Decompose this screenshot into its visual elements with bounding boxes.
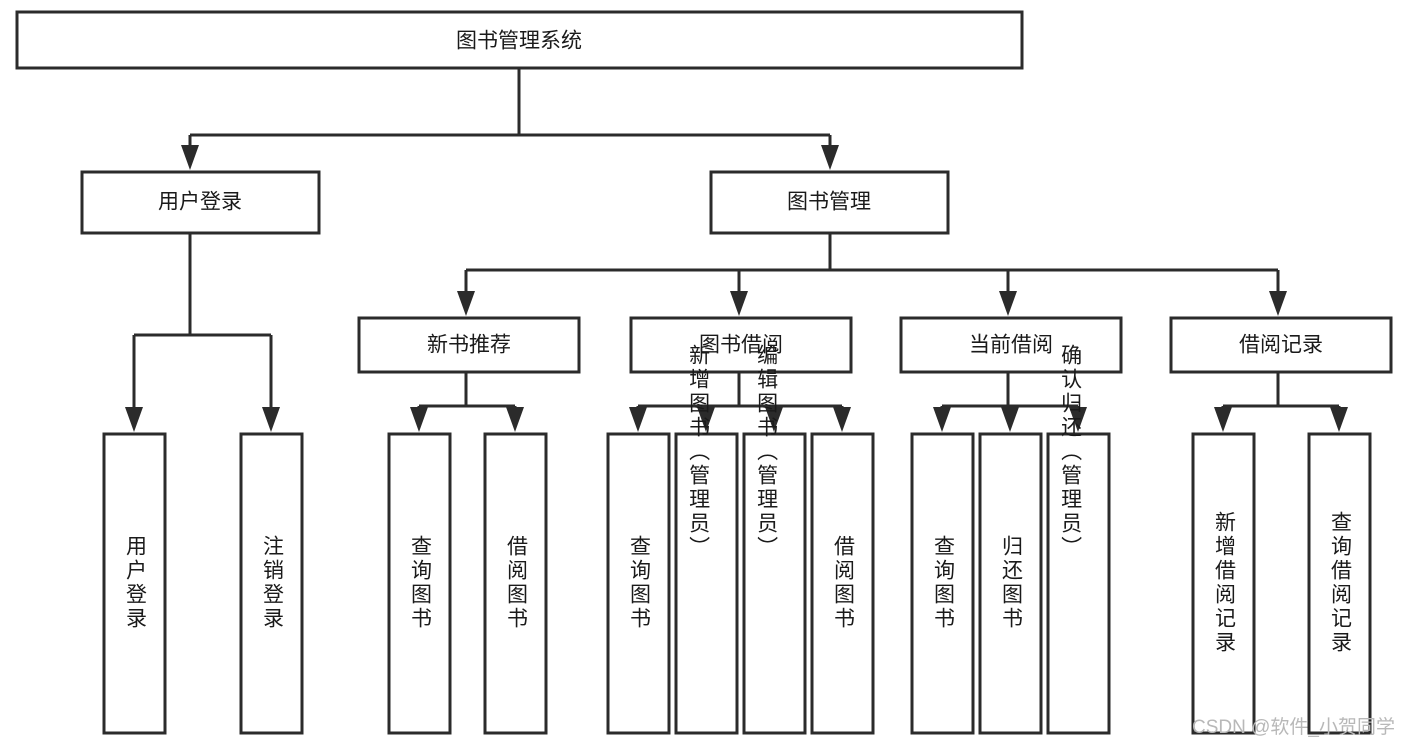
node-leaf-query-book-1-box[interactable] [387, 432, 452, 735]
arrow-head-leaf-edit-book [765, 407, 783, 432]
node-leaf-borrow-book-1-box[interactable] [483, 432, 548, 735]
node-leaf-add-book-box[interactable] [674, 432, 739, 735]
node-borrow-record[interactable]: 借阅记录 [1169, 316, 1393, 374]
node-user-login[interactable]: 用户登录 [80, 170, 321, 235]
node-leaf-add-borrow-record[interactable]: 新增借阅记录 [1191, 432, 1256, 735]
node-leaf-user-login-box[interactable] [102, 432, 167, 735]
arrow-head-leaf-query-book-3 [933, 407, 951, 432]
node-new-book-recommend-label: 新书推荐 [427, 334, 511, 357]
node-new-book-recommend-box[interactable] [357, 316, 581, 374]
node-leaf-query-book-1[interactable]: 查询图书 [387, 432, 452, 735]
node-leaf-confirm-return-box[interactable] [1046, 432, 1111, 735]
node-book-management-label: 图书管理 [787, 191, 871, 214]
connector-group-borrow-record [1214, 372, 1348, 432]
connector-group-new-book-recommend [410, 372, 524, 432]
node-book-borrow[interactable]: 图书借阅 [629, 316, 853, 374]
node-leaf-query-book-3-box[interactable] [910, 432, 975, 735]
arrow-head-leaf-user-login [125, 407, 143, 432]
arrow-head-leaf-add-book [697, 407, 715, 432]
node-leaf-confirm-return[interactable]: 确认归还（管理员） [1046, 344, 1111, 735]
node-book-management[interactable]: 图书管理 [709, 170, 950, 235]
node-root-box[interactable] [15, 10, 1024, 70]
arrow-head-leaf-query-book-1 [410, 407, 428, 432]
node-book-management-box[interactable] [709, 170, 950, 235]
node-book-borrow-box[interactable] [629, 316, 853, 374]
node-leaf-query-book-1-label: 查询图书 [408, 535, 432, 631]
node-leaf-return-book[interactable]: 归还图书 [978, 432, 1043, 735]
node-leaf-user-logout-label: 注销登录 [260, 535, 284, 631]
node-leaf-return-book-label: 归还图书 [999, 535, 1023, 631]
arrow-head-leaf-return-book [1001, 407, 1019, 432]
node-leaf-query-book-3-label: 查询图书 [931, 535, 955, 631]
node-leaf-borrow-book-1[interactable]: 借阅图书 [483, 432, 548, 735]
node-leaf-query-book-2-box[interactable] [606, 432, 671, 735]
node-leaf-add-borrow-record-label: 新增借阅记录 [1212, 511, 1236, 655]
node-leaf-user-login[interactable]: 用户登录 [102, 432, 167, 735]
node-borrow-record-box[interactable] [1169, 316, 1393, 374]
arrow-head-leaf-add-borrow-record [1214, 407, 1232, 432]
arrow-head-leaf-query-borrow-record [1330, 407, 1348, 432]
arrow-head-current-borrow [999, 291, 1017, 316]
node-user-login-label: 用户登录 [158, 191, 242, 214]
node-leaf-query-book-3[interactable]: 查询图书 [910, 432, 975, 735]
node-borrow-record-label: 借阅记录 [1239, 334, 1323, 357]
node-book-borrow-label: 图书借阅 [699, 334, 783, 357]
arrow-head-leaf-confirm-return [1069, 407, 1087, 432]
node-leaf-query-borrow-record-label: 查询借阅记录 [1328, 511, 1352, 655]
node-leaf-query-book-2-label: 查询图书 [627, 535, 651, 631]
connector-group-user-login [125, 233, 280, 432]
node-current-borrow-box[interactable] [899, 316, 1123, 374]
node-leaf-add-borrow-record-box[interactable] [1191, 432, 1256, 735]
node-leaf-borrow-book-2[interactable]: 借阅图书 [810, 432, 875, 735]
arrow-head-user-login [181, 145, 199, 170]
connector-group-book-management [457, 233, 1287, 316]
node-leaf-edit-book[interactable]: 编辑图书（管理员） [742, 344, 807, 735]
node-current-borrow-label: 当前借阅 [969, 334, 1053, 357]
node-leaf-query-borrow-record-box[interactable] [1307, 432, 1372, 735]
node-new-book-recommend[interactable]: 新书推荐 [357, 316, 581, 374]
connector-group-book-borrow [629, 372, 851, 432]
node-root-label: 图书管理系统 [456, 30, 582, 53]
node-leaf-query-borrow-record[interactable]: 查询借阅记录 [1307, 432, 1372, 735]
arrow-head-leaf-borrow-book-1 [506, 407, 524, 432]
node-leaf-add-book[interactable]: 新增图书（管理员） [674, 344, 739, 735]
node-leaf-query-book-2[interactable]: 查询图书 [606, 432, 671, 735]
arrow-head-borrow-record [1269, 291, 1287, 316]
arrow-head-leaf-user-logout [262, 407, 280, 432]
arrow-head-book-management [821, 145, 839, 170]
node-leaf-user-logout[interactable]: 注销登录 [239, 432, 304, 735]
node-leaf-edit-book-label: 编辑图书（管理员） [755, 344, 779, 560]
node-leaf-user-logout-box[interactable] [239, 432, 304, 735]
node-leaf-return-book-box[interactable] [978, 432, 1043, 735]
node-leaf-add-book-label: 新增图书（管理员） [687, 344, 711, 560]
arrow-head-new-book-recommend [457, 291, 475, 316]
node-leaf-borrow-book-1-label: 借阅图书 [504, 535, 528, 631]
node-leaf-confirm-return-label: 确认归还（管理员） [1059, 344, 1083, 560]
node-current-borrow[interactable]: 当前借阅 [899, 316, 1123, 374]
node-root-system[interactable]: 图书管理系统 [15, 10, 1024, 70]
arrow-head-leaf-query-book-2 [629, 407, 647, 432]
node-leaf-edit-book-box[interactable] [742, 432, 807, 735]
arrow-head-leaf-borrow-book-2 [833, 407, 851, 432]
connector-group-current-borrow [933, 372, 1087, 432]
node-user-login-box[interactable] [80, 170, 321, 235]
connector-group-root [181, 68, 839, 170]
node-leaf-borrow-book-2-box[interactable] [810, 432, 875, 735]
node-leaf-user-login-label: 用户登录 [123, 535, 147, 631]
arrow-head-book-borrow [730, 291, 748, 316]
node-leaf-borrow-book-2-label: 借阅图书 [831, 535, 855, 631]
